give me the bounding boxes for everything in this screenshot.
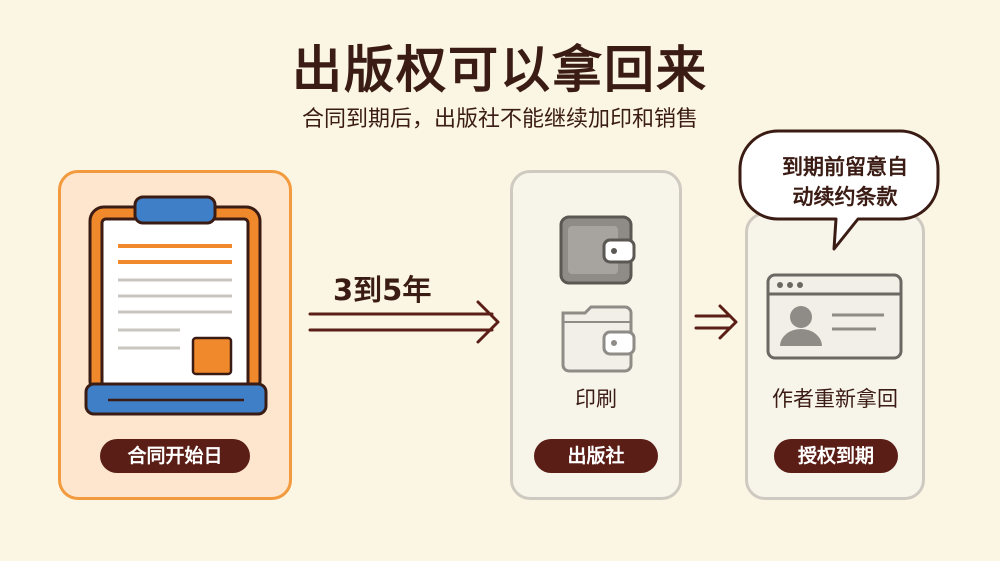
duration-label: 3到5年 [333, 273, 432, 307]
license-expiry-badge: 授权到期 [774, 439, 898, 473]
folder-wallet-icon [561, 305, 636, 373]
wallet-icon [559, 215, 636, 285]
page-subtitle: 合同到期后，出版社不能继续加印和销售 [301, 107, 698, 132]
callout-bubble [738, 129, 940, 251]
publisher-caption: 印刷 [575, 387, 617, 411]
page-title: 出版权可以拿回来 [292, 41, 708, 99]
author-caption: 作者重新拿回 [772, 387, 898, 411]
duration-arrow [308, 300, 500, 344]
callout-line-1: 到期前留意自 [782, 155, 908, 179]
callout-text: 到期前留意自 动续约条款 [748, 152, 942, 212]
author-profile-card-icon [766, 273, 903, 360]
publisher-badge: 出版社 [534, 439, 658, 473]
handover-arrow [694, 304, 738, 340]
clipboard-contract-icon [84, 195, 268, 416]
contract-start-badge: 合同开始日 [100, 439, 250, 473]
callout-line-2: 动续约条款 [792, 185, 898, 209]
